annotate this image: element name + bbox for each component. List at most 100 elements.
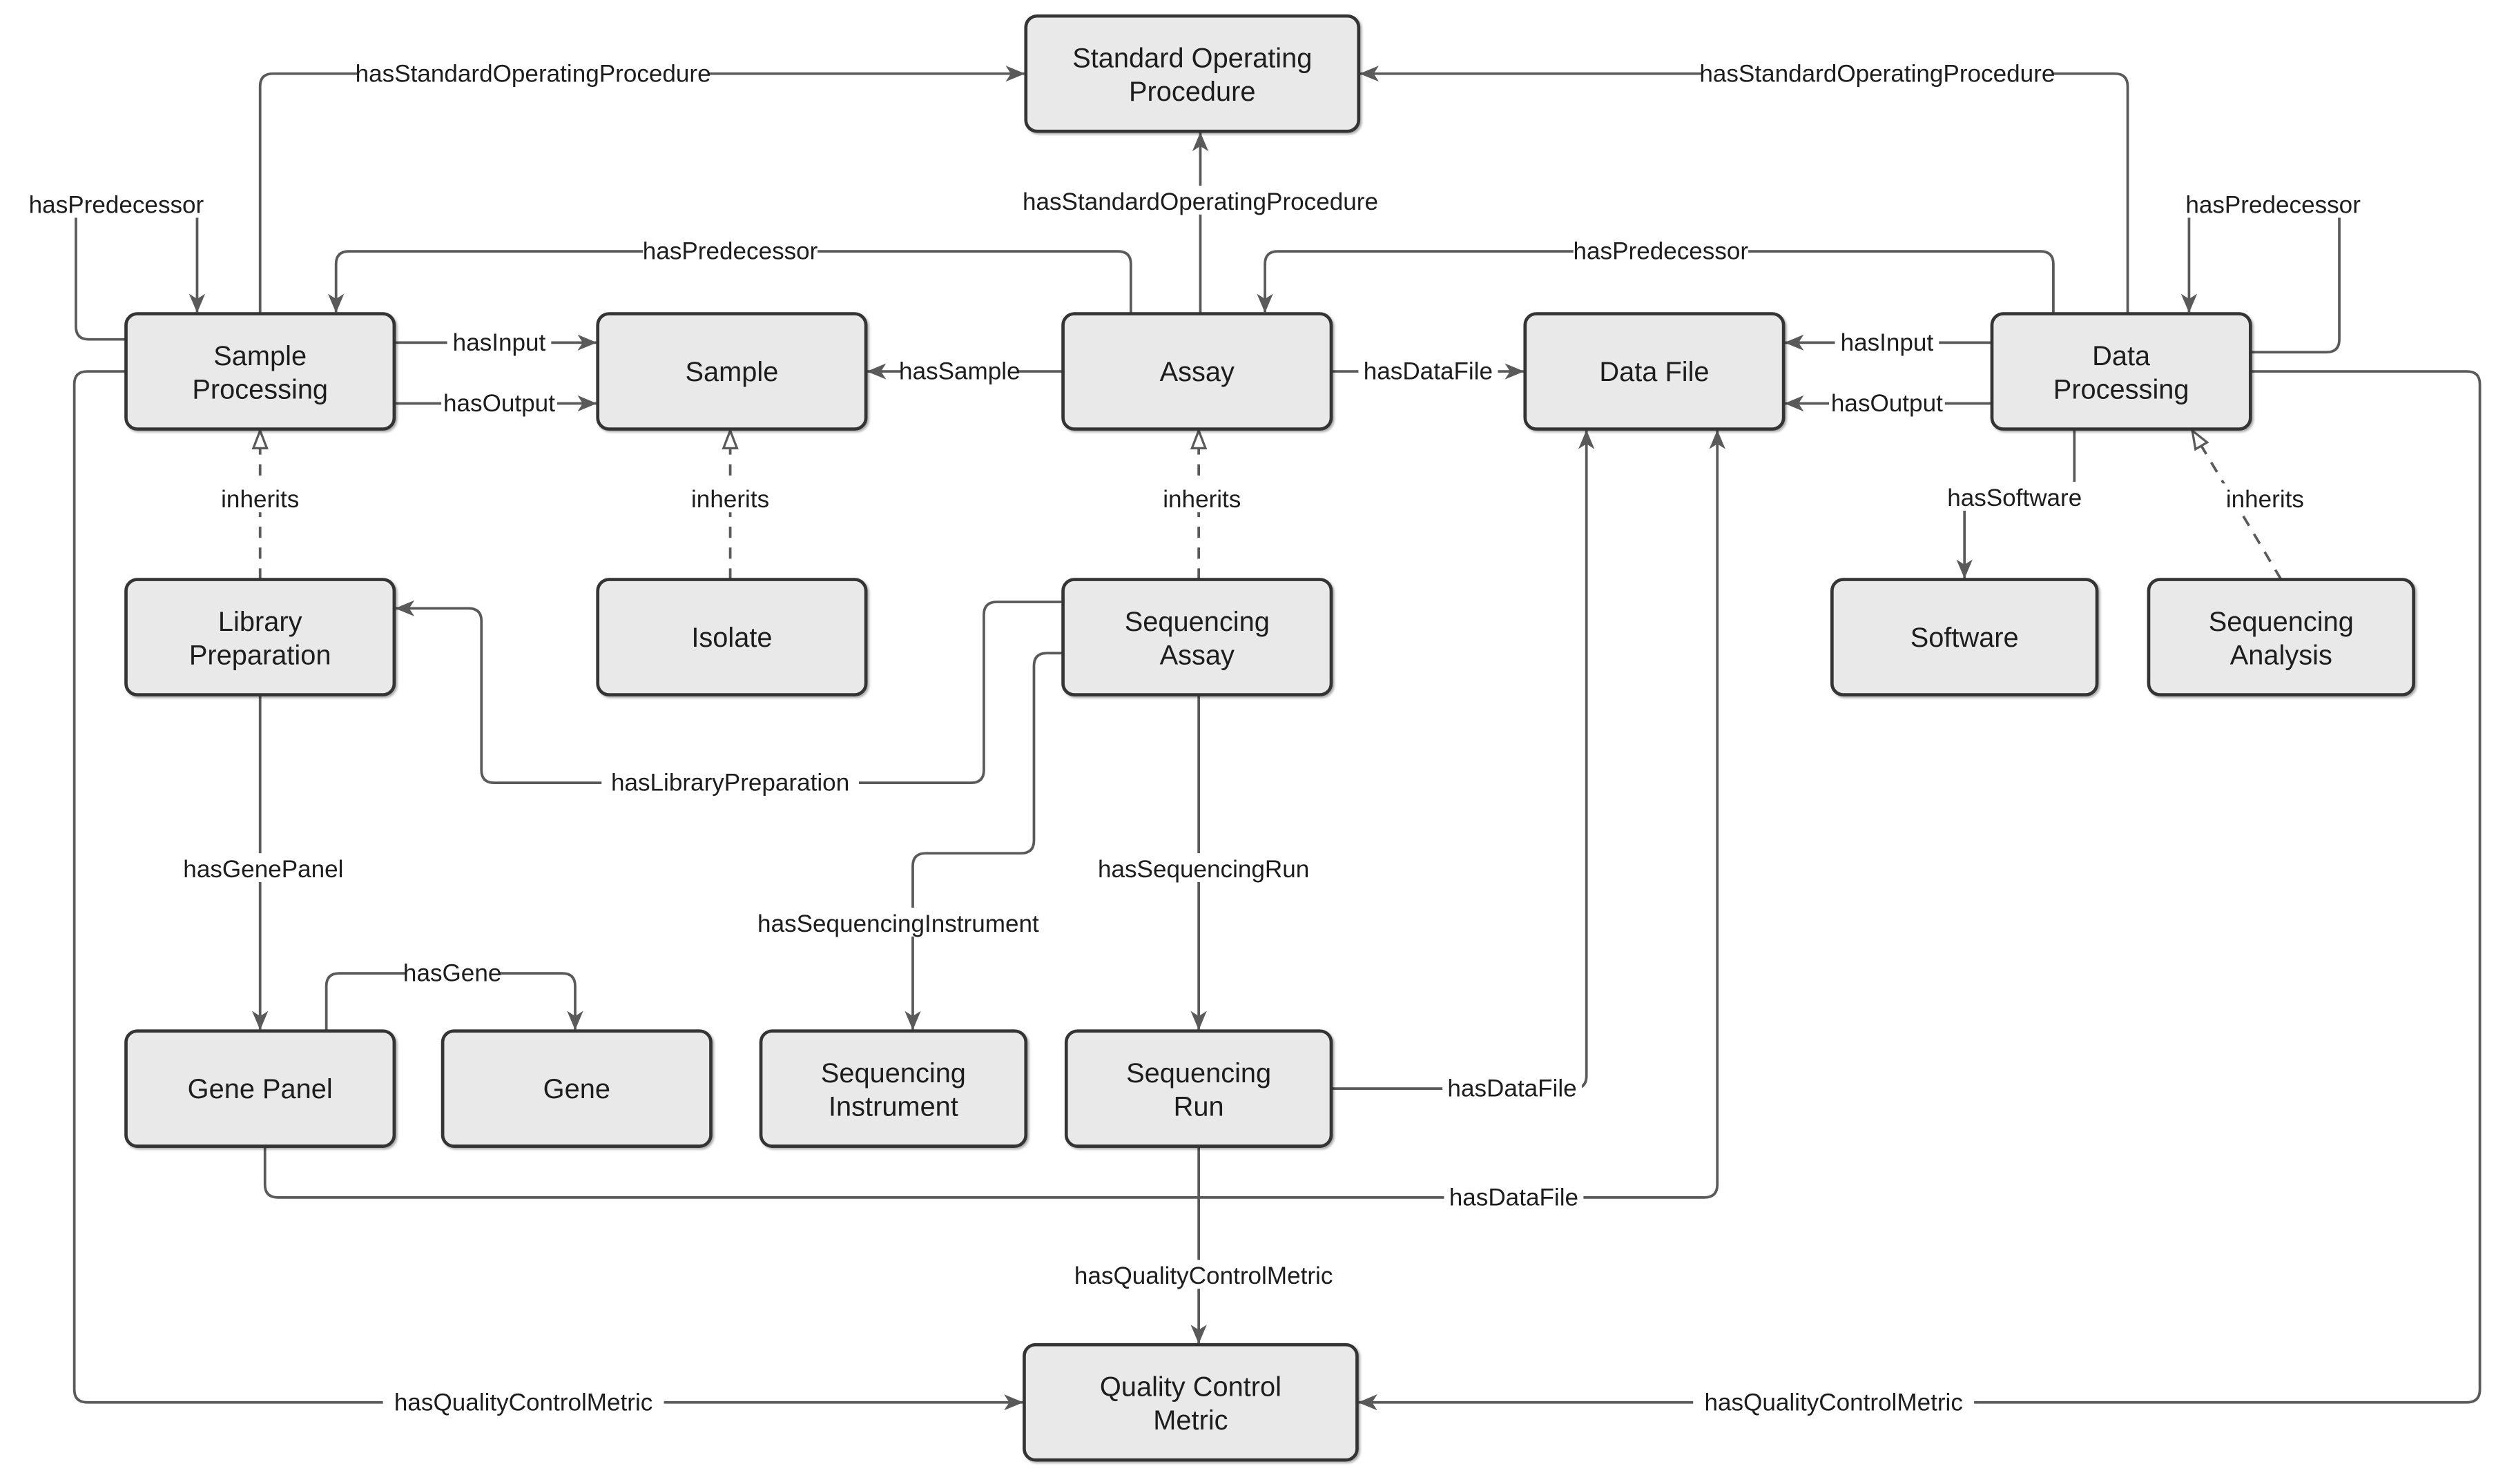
node-isolate: Isolate (596, 578, 868, 696)
node-label-line: Assay (1160, 641, 1235, 671)
node-box-data-processing (1990, 312, 2252, 431)
edge-label-bg-hasdatafile-gene-panel (1444, 1181, 1584, 1211)
edges-layer (72, 66, 2482, 1411)
node-label-line: Metric (1153, 1405, 1228, 1436)
edge-label-bg-hasgene (406, 957, 499, 986)
node-label-data-file: Data File (1599, 357, 1709, 387)
edge-label-bg-hasqualitycontrolmetric-data-processing (1693, 1386, 1975, 1416)
node-label-line: Sequencing (821, 1058, 966, 1088)
edge-label-bg-hasoutput-data-processing (1829, 387, 1945, 417)
edge-label-bg-hassequencinginstrument (757, 908, 1039, 937)
edge-label-bg-sop-from-sample-processing (357, 57, 709, 87)
node-box-library-preparation (124, 578, 396, 696)
edge-label-bg-haslibrarypreparation (601, 766, 859, 796)
edge-label-haspredecessor-sample-processing-self: hasPredecessor (29, 192, 204, 219)
node-label-line: Sample (213, 341, 307, 371)
node-label-line: Library (218, 607, 302, 637)
edge-label-bg-hasqualitycontrolmetric-sample-processing (383, 1386, 664, 1416)
edge-label-hasoutput-sample-processing: hasOutput (443, 390, 555, 417)
edge-label-hasoutput-data-processing: hasOutput (1831, 390, 1943, 417)
edge-label-hasdatafile-sequencing-run: hasDataFile (1447, 1075, 1576, 1102)
node-label-line: Sequencing (1126, 1058, 1271, 1088)
edge-label-bg-hasdatafile-sequencing-run (1442, 1072, 1583, 1102)
node-label-line: Sequencing (2209, 607, 2354, 637)
edge-label-hasdatafile-gene-panel: hasDataFile (1449, 1184, 1578, 1211)
node-label-gene: Gene (543, 1074, 610, 1104)
node-label-line: Software (1910, 623, 2019, 653)
node-label-line: Procedure (1129, 77, 1255, 107)
node-box-gene-panel (124, 1029, 396, 1148)
node-label-line: Instrument (829, 1092, 958, 1122)
node-label-line: Processing (2053, 375, 2189, 405)
edge-hassequencinginstrument (904, 652, 1063, 1031)
edge-label-hasgene: hasGene (403, 960, 501, 987)
edge-label-hasqualitycontrolmetric-data-processing: hasQualityControlMetric (1704, 1389, 1962, 1416)
node-box-gene (441, 1029, 713, 1148)
edge-label-sop-from-data-processing: hasStandardOperatingProcedure (1699, 60, 2055, 87)
node-label-line: Standard Operating (1072, 43, 1312, 74)
node-assay: Assay (1061, 312, 1333, 431)
edge-label-bg-hassequencingrun (1104, 853, 1303, 882)
edge-label-inherits-sequencing-analysis: inherits (2226, 486, 2304, 513)
edge-label-bg-haspredecessor-data-processing-to-assay (1573, 235, 1748, 264)
node-box-software (1830, 578, 2099, 696)
edge-hasdatafile-sequencing-run (1331, 429, 1595, 1090)
edge-label-hassequencingrun: hasSequencingRun (1098, 856, 1309, 883)
edge-label-hasgenepanel: hasGenePanel (183, 856, 343, 883)
edge-label-bg-hasinput-sample-processing (447, 326, 552, 355)
edge-label-bg-haspredecessor-assay-to-sample-processing (643, 235, 818, 264)
node-software: Software (1830, 578, 2099, 696)
edge-label-bg-inherits-isolate (678, 483, 782, 513)
node-box-sequencing-run (1064, 1029, 1333, 1148)
edge-label-sop-from-assay: hasStandardOperatingProcedure (1023, 188, 1378, 215)
node-label-line: Analysis (2230, 641, 2332, 671)
node-box-sequencing-analysis (2147, 578, 2416, 696)
edge-label-bg-hasgenepanel (187, 853, 339, 882)
edge-label-inherits-isolate: inherits (691, 486, 769, 513)
edge-label-haspredecessor-data-processing-self: hasPredecessor (2185, 192, 2361, 219)
edge-label-bg-inherits-library-preparation (208, 483, 313, 513)
edge-label-haspredecessor-assay-to-sample-processing: hasPredecessor (643, 238, 818, 265)
edge-label-haslibrarypreparation: hasLibraryPreparation (611, 770, 849, 797)
node-label-isolate: Isolate (691, 623, 772, 653)
node-box-data-file (1523, 312, 1786, 431)
edge-label-bg-hasoutput-sample-processing (441, 387, 557, 417)
edge-label-bg-sop-from-assay (1024, 186, 1377, 215)
edge-label-bg-hassample (901, 355, 1018, 384)
edge-label-hassequencinginstrument: hasSequencingInstrument (757, 910, 1039, 937)
edge-labels-layer: hasStandardOperatingProcedure hasStandard… (29, 57, 2361, 1416)
edge-label-bg-hasqualitycontrolmetric-sequencing-run (1063, 1260, 1344, 1289)
node-gene-panel: Gene Panel (124, 1029, 396, 1148)
node-box-sample (596, 312, 868, 431)
node-label-sample: Sample (686, 357, 779, 387)
edge-label-bg-sop-from-data-processing (1701, 57, 2053, 87)
edge-label-hasinput-data-processing: hasInput (1841, 329, 1934, 356)
edge-label-bg-haspredecessor-data-processing-self (2185, 188, 2361, 218)
node-label-software: Software (1910, 623, 2019, 653)
edge-label-hassample: hasSample (899, 358, 1020, 385)
node-label-line: Quality Control (1100, 1372, 1281, 1403)
node-label-line: Assay (1160, 357, 1235, 387)
edge-label-haspredecessor-data-processing-to-assay: hasPredecessor (1574, 238, 1749, 265)
node-label-line: Preparation (189, 641, 331, 671)
edge-label-bg-hasinput-data-processing (1835, 326, 1939, 355)
node-label-line: Sample (686, 357, 779, 387)
node-label-line: Data File (1599, 357, 1709, 387)
node-label-assay: Assay (1160, 357, 1235, 387)
